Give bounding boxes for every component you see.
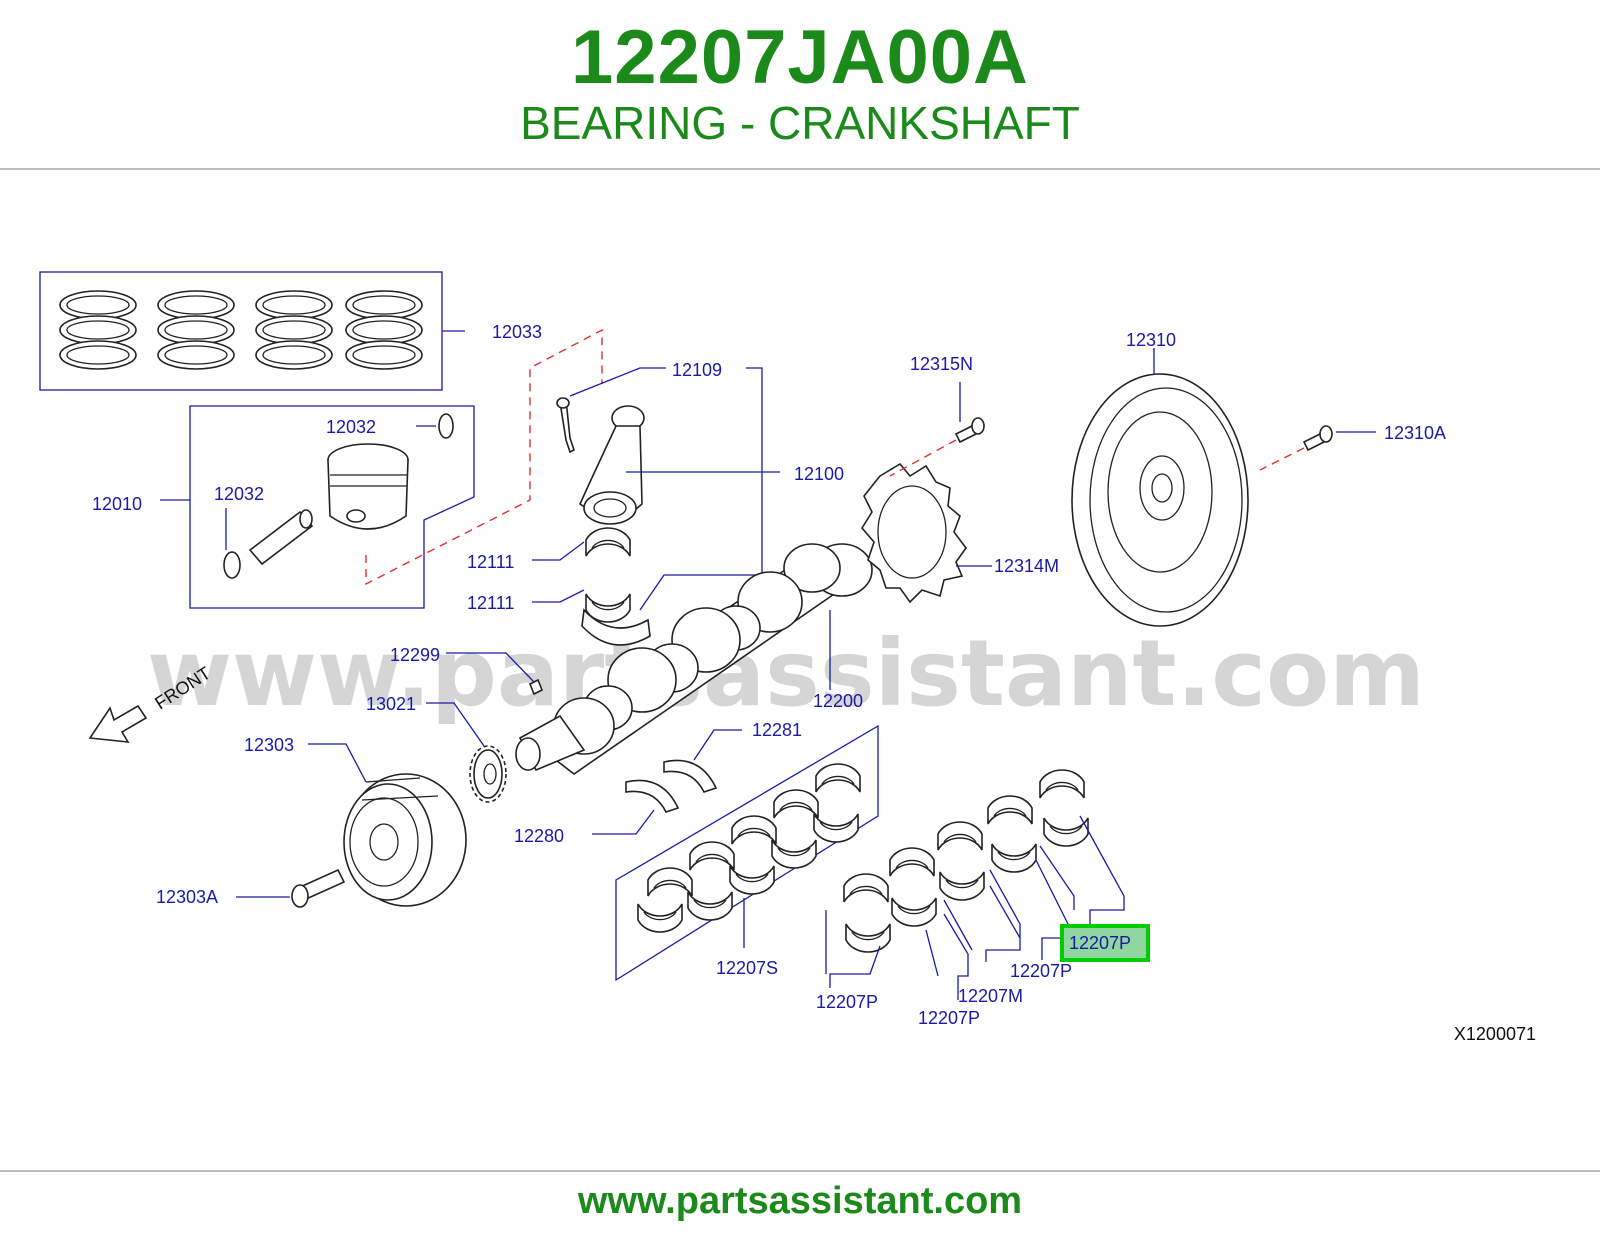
label-12100[interactable]: 12100 xyxy=(794,464,844,484)
parts-diagram: www.partsassistant.com 12033 12032 1 xyxy=(39,271,1536,1044)
woodruff-key xyxy=(528,678,544,696)
front-arrow-icon xyxy=(88,704,148,743)
label-12303[interactable]: 12303 xyxy=(244,735,294,755)
label-12200[interactable]: 12200 xyxy=(813,691,863,711)
highlight-box[interactable] xyxy=(1060,924,1150,962)
crankshaft xyxy=(515,543,873,775)
label-12299[interactable]: 12299 xyxy=(390,645,440,665)
part-number-title: 12207JA00A xyxy=(571,15,1029,100)
crank-sprocket xyxy=(469,745,507,803)
thrust-washer-12281 xyxy=(663,759,718,793)
label-12207M[interactable]: 12207M xyxy=(958,986,1023,1006)
label-12111-lower[interactable]: 12111 xyxy=(467,593,514,613)
label-12207P-a[interactable]: 12207P xyxy=(816,992,878,1012)
label-12207P-b[interactable]: 12207P xyxy=(918,1008,980,1028)
label-12310[interactable]: 12310 xyxy=(1126,330,1176,350)
assembly-dashed-line-piston xyxy=(365,328,603,586)
assembly-dashed-line-plate xyxy=(889,439,957,477)
label-12280[interactable]: 12280 xyxy=(514,826,564,846)
label-12010[interactable]: 12010 xyxy=(92,494,142,514)
piston xyxy=(327,443,409,530)
footer-url-link[interactable]: www.partsassistant.com xyxy=(577,1180,1023,1222)
watermark-text: www.partsassistant.com xyxy=(147,620,1425,727)
header: 12207JA00A BEARING - CRANKSHAFT xyxy=(0,0,1600,170)
part-description: BEARING - CRANKSHAFT xyxy=(520,97,1080,149)
crank-pulley xyxy=(343,773,467,907)
thrust-washer-12280 xyxy=(625,779,680,813)
label-12310A[interactable]: 12310A xyxy=(1384,423,1446,443)
connecting-rod xyxy=(556,397,645,525)
label-12109[interactable]: 12109 xyxy=(672,360,722,380)
label-12314M[interactable]: 12314M xyxy=(994,556,1059,576)
header-divider xyxy=(0,168,1600,170)
pulley-bolt xyxy=(291,868,346,908)
snap-ring-lower xyxy=(223,551,241,579)
label-12281[interactable]: 12281 xyxy=(752,720,802,740)
label-12207S[interactable]: 12207S xyxy=(716,958,778,978)
footer-divider xyxy=(0,1170,1600,1172)
label-12033[interactable]: 12033 xyxy=(492,322,542,342)
snap-ring-upper xyxy=(438,413,454,439)
label-12111-upper[interactable]: 12111 xyxy=(467,552,514,572)
main-bearing-set-box xyxy=(615,724,879,982)
drive-plate-12314M xyxy=(861,462,967,604)
label-12032-upper[interactable]: 12032 xyxy=(326,417,376,437)
label-12315N[interactable]: 12315N xyxy=(910,354,973,374)
label-12207P-c[interactable]: 12207P xyxy=(1010,961,1072,981)
diagram-reference-code: X1200071 xyxy=(1454,1024,1536,1044)
label-13021[interactable]: 13021 xyxy=(366,694,416,714)
piston-ring-set xyxy=(59,290,423,370)
flywheel xyxy=(1071,373,1249,627)
plate-bolt xyxy=(954,417,985,444)
rod-bearing-upper xyxy=(585,527,631,557)
piston-assembly-box xyxy=(189,405,475,609)
label-12207P-highlight[interactable]: 12207P xyxy=(1069,933,1131,953)
flywheel-bolt xyxy=(1302,425,1333,452)
piston-pin xyxy=(248,509,314,566)
rod-cap xyxy=(581,608,651,646)
label-12032-lower[interactable]: 12032 xyxy=(214,484,264,504)
label-12303A[interactable]: 12303A xyxy=(156,887,218,907)
main-bearing-individual-set xyxy=(843,769,1089,953)
assembly-dashed-line-flywheel xyxy=(1259,447,1305,471)
